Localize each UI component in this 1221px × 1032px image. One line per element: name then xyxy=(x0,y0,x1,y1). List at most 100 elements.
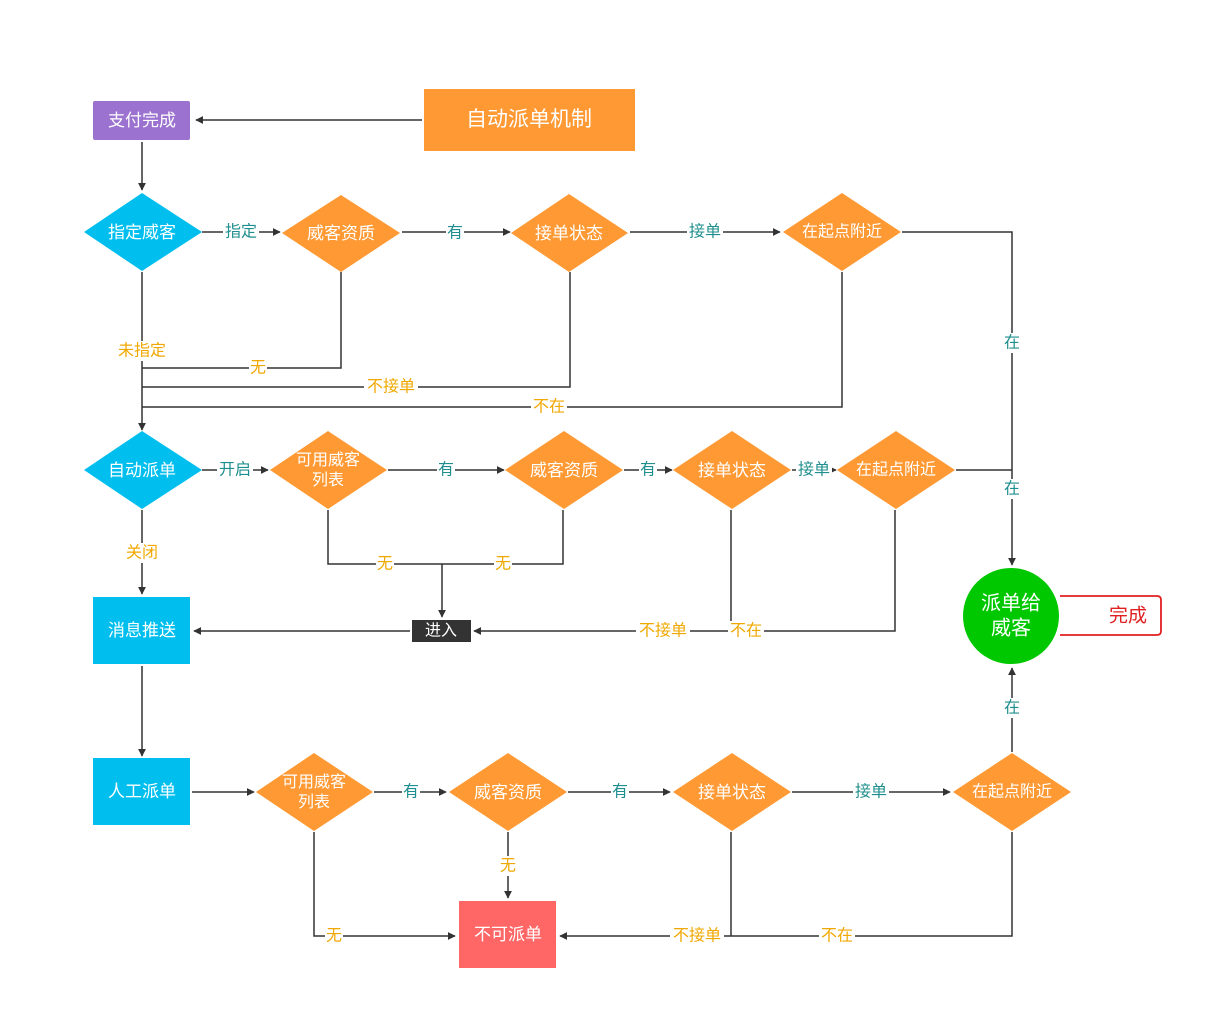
label-none-3b: 无 xyxy=(499,856,517,876)
label-open: 开启 xyxy=(217,460,253,480)
node-enter-label: 进入 xyxy=(425,621,457,640)
svg-text:有: 有 xyxy=(403,782,419,801)
svg-text:无: 无 xyxy=(250,358,266,377)
svg-text:无: 无 xyxy=(495,554,511,573)
node-designate-wk-label: 指定威客 xyxy=(108,223,176,243)
edge-labels: 指定 有 接单 在 开启 有 有 接单 在 有 有 接单 在 未指定 无 不接单… xyxy=(114,222,1021,946)
svg-text:关闭: 关闭 xyxy=(126,543,158,562)
edge-near2-notat xyxy=(473,510,896,635)
node-no-dispatch-label: 不可派单 xyxy=(474,925,542,945)
node-manual-label: 人工派单 xyxy=(108,782,176,802)
node-accept-1-label: 接单状态 xyxy=(535,224,603,244)
label-has-3b: 有 xyxy=(611,782,629,802)
node-dispatch-to-label: 派单给威客 xyxy=(981,590,1041,639)
node-avail-list-2: 可用威客列表 xyxy=(270,431,387,509)
edge-accept1-noaccept xyxy=(142,272,571,388)
label-no-accept-1: 不接单 xyxy=(364,377,418,397)
node-enter: 进入 xyxy=(412,620,471,642)
label-at-2: 在 xyxy=(1003,479,1021,499)
svg-text:有: 有 xyxy=(612,782,628,801)
label-none-2a: 无 xyxy=(376,554,394,574)
node-near-3-label: 在起点附近 xyxy=(972,782,1052,801)
edge-row2-none xyxy=(327,510,564,565)
svg-text:在: 在 xyxy=(1004,698,1020,717)
edge-avail3-none xyxy=(313,832,456,940)
node-near-2-label: 在起点附近 xyxy=(856,460,936,479)
label-none-1: 无 xyxy=(249,358,267,378)
svg-text:不接单: 不接单 xyxy=(673,926,721,945)
svg-text:接单: 接单 xyxy=(689,222,721,241)
node-accept-2: 接单状态 xyxy=(673,431,791,509)
label-close: 关闭 xyxy=(124,543,160,563)
node-accept-2-label: 接单状态 xyxy=(698,461,766,481)
node-auto-dispatch: 自动派单 xyxy=(84,431,202,509)
node-pay-done: 支付完成 xyxy=(93,101,190,140)
edge-qualify1-none xyxy=(142,272,342,369)
node-designate-wk: 指定威客 xyxy=(84,193,202,271)
node-qualify-2-label: 威客资质 xyxy=(530,461,598,481)
label-no-accept-2: 不接单 xyxy=(636,621,690,641)
svg-text:不接单: 不接单 xyxy=(639,621,687,640)
node-accept-1: 接单状态 xyxy=(511,194,628,272)
svg-text:无: 无 xyxy=(377,554,393,573)
label-no-accept-3: 不接单 xyxy=(670,926,724,946)
label-has-2b: 有 xyxy=(639,460,657,480)
svg-text:不接单: 不接单 xyxy=(367,377,415,396)
label-not-at-1: 不在 xyxy=(531,397,567,417)
svg-text:不在: 不在 xyxy=(533,397,565,416)
node-avail-list-3-label: 可用威客列表 xyxy=(282,772,346,811)
label-has-3a: 有 xyxy=(402,782,420,802)
node-pay-done-label: 支付完成 xyxy=(108,111,176,131)
title-text: 自动派单机制 xyxy=(466,107,592,131)
label-has-1: 有 xyxy=(446,222,464,242)
svg-text:指定: 指定 xyxy=(225,222,257,241)
label-none-2b: 无 xyxy=(494,554,512,574)
svg-text:开启: 开启 xyxy=(219,460,251,479)
label-has-2a: 有 xyxy=(437,460,455,480)
node-near-1: 在起点附近 xyxy=(783,193,901,271)
edge-near1-to-dispatch xyxy=(902,231,1016,566)
label-not-designated: 未指定 xyxy=(114,341,170,361)
label-accept-3: 接单 xyxy=(853,782,889,802)
label-at-1: 在 xyxy=(1003,333,1021,353)
svg-text:无: 无 xyxy=(500,856,516,875)
label-at-3: 在 xyxy=(1003,698,1021,718)
node-msg-push-label: 消息推送 xyxy=(108,621,176,641)
svg-text:接单: 接单 xyxy=(798,460,830,479)
svg-text:有: 有 xyxy=(438,460,454,479)
done-label: 完成 xyxy=(1109,605,1147,627)
svg-text:在: 在 xyxy=(1004,333,1020,352)
label-not-at-2: 不在 xyxy=(728,621,764,641)
node-avail-list-2-label: 可用威客列表 xyxy=(296,450,360,489)
node-avail-list-3: 可用威客列表 xyxy=(256,753,373,831)
label-designated: 指定 xyxy=(223,222,259,242)
done-callout: 完成 xyxy=(1060,595,1162,636)
node-no-dispatch: 不可派单 xyxy=(459,901,556,968)
node-accept-3: 接单状态 xyxy=(673,753,791,831)
node-msg-push: 消息推送 xyxy=(93,597,190,664)
svg-text:有: 有 xyxy=(447,223,463,242)
node-accept-3-label: 接单状态 xyxy=(698,783,766,803)
svg-text:在: 在 xyxy=(1004,479,1020,498)
node-qualify-3: 威客资质 xyxy=(449,753,567,831)
svg-text:不在: 不在 xyxy=(730,621,762,640)
label-none-3a: 无 xyxy=(325,926,343,946)
node-auto-dispatch-label: 自动派单 xyxy=(108,461,176,481)
edge-near1-notat xyxy=(142,272,843,408)
node-dispatch-to: 派单给威客 xyxy=(963,568,1059,664)
edge-near3-notat xyxy=(559,832,1013,940)
svg-text:有: 有 xyxy=(640,460,656,479)
label-accept-2: 接单 xyxy=(796,460,832,480)
svg-text:不在: 不在 xyxy=(821,926,853,945)
label-accept-1: 接单 xyxy=(687,222,723,242)
node-qualify-1-label: 威客资质 xyxy=(307,224,375,244)
node-near-1-label: 在起点附近 xyxy=(802,222,882,241)
svg-text:无: 无 xyxy=(326,926,342,945)
node-near-3: 在起点附近 xyxy=(953,753,1071,831)
svg-text:接单: 接单 xyxy=(855,782,887,801)
node-qualify-3-label: 威客资质 xyxy=(474,783,542,803)
node-manual: 人工派单 xyxy=(93,758,190,825)
label-not-at-3: 不在 xyxy=(819,926,855,946)
node-near-2: 在起点附近 xyxy=(837,431,955,509)
